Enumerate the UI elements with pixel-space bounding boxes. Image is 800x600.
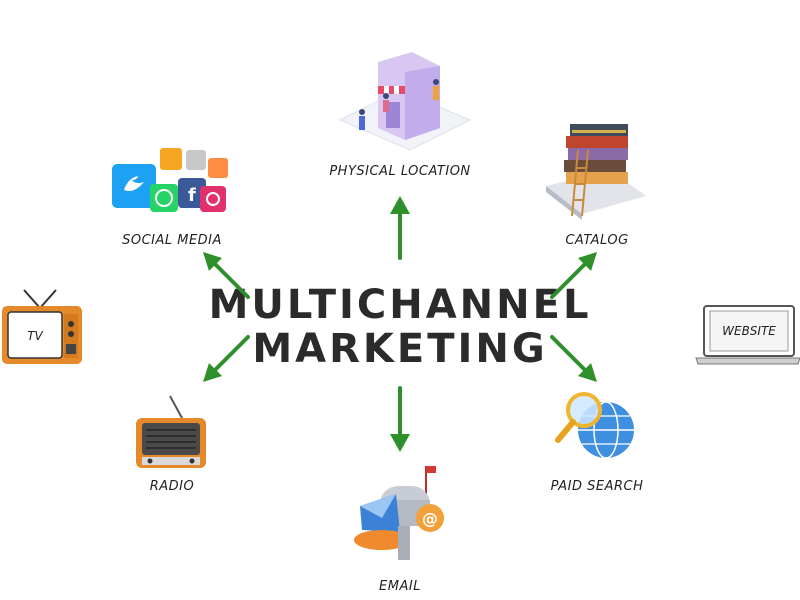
channel-website: WEBSITE: [695, 305, 800, 365]
label-paid-search: PAID SEARCH: [551, 479, 644, 494]
label-physical-location: PHYSICAL LOCATION: [329, 164, 470, 179]
mailbox-icon: @: [354, 466, 444, 560]
channel-social-media: f SOCIAL MEDIA: [112, 148, 228, 248]
title-line-1: MULTICHANNEL: [209, 282, 592, 328]
radio-icon: [136, 395, 206, 468]
arrow-down-right: [550, 335, 597, 382]
label-catalog: CATALOG: [565, 233, 628, 248]
channel-tv: TV: [2, 289, 82, 364]
label-email: EMAIL: [379, 579, 421, 594]
channel-physical-location: PHYSICAL LOCATION: [329, 52, 472, 179]
arrow-down-left: [203, 335, 250, 382]
arrow-down: [390, 386, 410, 452]
globe-search-icon: [555, 392, 634, 459]
book-stack-icon: [546, 124, 646, 220]
tv-icon: TV: [2, 289, 82, 364]
social-cubes-icon: f: [112, 148, 228, 212]
label-social-media: SOCIAL MEDIA: [122, 233, 222, 248]
label-radio: RADIO: [150, 479, 195, 494]
arrow-up: [390, 196, 410, 260]
title-line-2: MARKETING: [252, 326, 547, 372]
laptop-icon: WEBSITE: [695, 305, 800, 365]
store-icon: [338, 52, 472, 151]
label-website: WEBSITE: [722, 324, 776, 338]
channel-email: @ EMAIL: [354, 466, 444, 594]
channel-paid-search: PAID SEARCH: [551, 392, 644, 494]
arrow-up-right: [550, 252, 597, 299]
arrow-up-left: [203, 252, 250, 299]
channel-radio: RADIO: [136, 395, 206, 494]
label-tv: TV: [27, 329, 43, 343]
arrows: [203, 196, 597, 452]
svg-text:f: f: [188, 185, 196, 206]
svg-text:@: @: [422, 509, 438, 528]
center-title: MULTICHANNEL MARKETING: [209, 282, 592, 372]
channel-catalog: CATALOG: [546, 124, 646, 248]
